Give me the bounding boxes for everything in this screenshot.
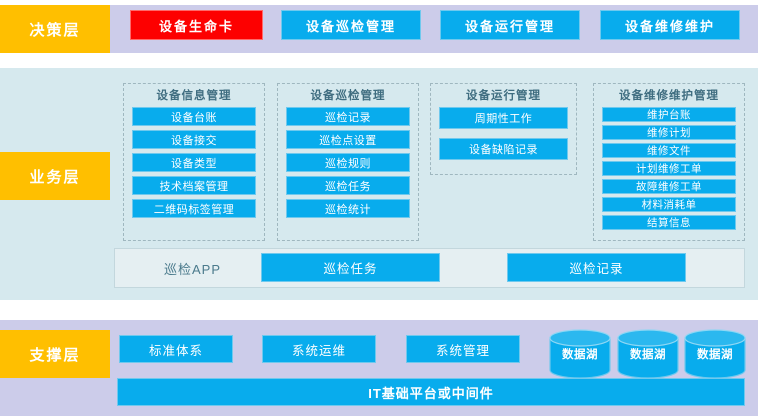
business-group-repair-maintenance: 设备维修维护管理 维护台账 维修计划 维修文件 计划维修工单 故障维修工单 材料… (593, 83, 745, 241)
app-button-inspection-task[interactable]: 巡检任务 (261, 253, 440, 282)
group-title: 设备运行管理 (466, 90, 541, 102)
group-item[interactable]: 巡检记录 (286, 107, 410, 126)
group-item-list: 维护台账 维修计划 维修文件 计划维修工单 故障维修工单 材料消耗单 结算信息 (594, 107, 744, 233)
inspection-app-strip: 巡检APP 巡检任务 巡检记录 (114, 248, 745, 288)
group-item[interactable]: 技术档案管理 (132, 176, 256, 195)
decision-item-operation-management[interactable]: 设备运行管理 (440, 10, 580, 40)
business-group-inspection: 设备巡检管理 巡检记录 巡检点设置 巡检规则 巡检任务 巡检统计 (277, 83, 419, 241)
business-group-operation: 设备运行管理 周期性工作 设备缺陷记录 (430, 83, 577, 175)
inspection-app-label: 巡检APP (163, 261, 221, 277)
group-item[interactable]: 材料消耗单 (602, 197, 736, 212)
decision-item-inspection-management[interactable]: 设备巡检管理 (281, 10, 421, 40)
support-item-standard-system[interactable]: 标准体系 (119, 335, 233, 363)
group-item[interactable]: 周期性工作 (439, 107, 568, 129)
data-lake-cylinder[interactable]: 数据湖 (549, 329, 611, 379)
support-item-system-management[interactable]: 系统管理 (406, 335, 520, 363)
group-item[interactable]: 维修计划 (602, 125, 736, 140)
group-item[interactable]: 结算信息 (602, 215, 736, 230)
it-platform-bar[interactable]: IT基础平台或中间件 (117, 378, 745, 406)
layer-tag-business: 业务层 (0, 152, 110, 200)
group-title: 设备信息管理 (156, 90, 232, 102)
app-button-inspection-record[interactable]: 巡检记录 (507, 253, 686, 282)
group-item-list: 设备台账 设备接交 设备类型 技术档案管理 二维码标签管理 (124, 107, 264, 222)
group-item[interactable]: 巡检点设置 (286, 130, 410, 149)
group-item-list: 巡检记录 巡检点设置 巡检规则 巡检任务 巡检统计 (278, 107, 418, 222)
group-item[interactable]: 设备台账 (132, 107, 256, 126)
layer-tag-decision: 决策层 (0, 5, 110, 53)
group-item[interactable]: 设备缺陷记录 (439, 138, 568, 160)
data-lake-cylinder[interactable]: 数据湖 (617, 329, 679, 379)
group-item[interactable]: 二维码标签管理 (132, 199, 256, 218)
group-item[interactable]: 维护台账 (602, 107, 736, 122)
data-lake-cylinder[interactable]: 数据湖 (684, 329, 746, 379)
group-item[interactable]: 巡检规则 (286, 153, 410, 172)
business-group-equipment-info: 设备信息管理 设备台账 设备接交 设备类型 技术档案管理 二维码标签管理 (123, 83, 265, 241)
group-item[interactable]: 故障维修工单 (602, 179, 736, 194)
layer-tag-support: 支撑层 (0, 330, 110, 378)
group-item[interactable]: 维修文件 (602, 143, 736, 158)
group-title: 设备巡检管理 (310, 90, 386, 102)
group-item-list: 周期性工作 设备缺陷记录 (431, 107, 576, 169)
decision-item-equipment-life-card[interactable]: 设备生命卡 (130, 10, 263, 40)
group-item[interactable]: 计划维修工单 (602, 161, 736, 176)
support-item-system-ops[interactable]: 系统运维 (262, 335, 376, 363)
group-item[interactable]: 巡检统计 (286, 199, 410, 218)
group-item[interactable]: 巡检任务 (286, 176, 410, 195)
decision-item-repair-maintenance[interactable]: 设备维修维护 (600, 10, 740, 40)
group-item[interactable]: 设备类型 (132, 153, 256, 172)
group-title: 设备维修维护管理 (619, 90, 719, 102)
group-item[interactable]: 设备接交 (132, 130, 256, 149)
